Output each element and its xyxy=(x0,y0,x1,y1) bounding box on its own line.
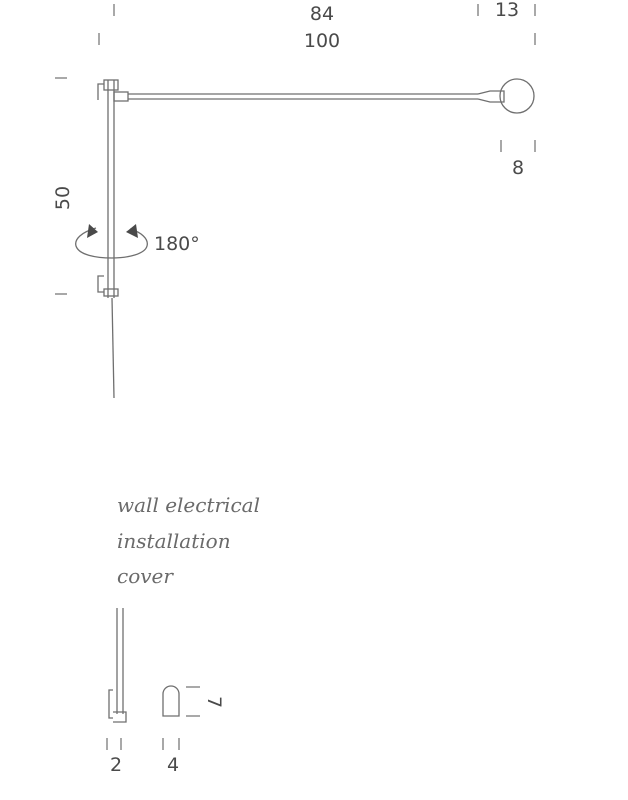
rotation-label: 180° xyxy=(154,233,200,255)
wall-cover-detail xyxy=(108,608,127,723)
head-depth-ticks xyxy=(500,140,536,152)
head-depth-label: 8 xyxy=(512,157,524,179)
arm-length-label: 84 xyxy=(310,3,334,25)
horizontal-arm xyxy=(113,90,505,103)
bulb-icon xyxy=(499,78,535,114)
bottom-dimension-ticks xyxy=(106,738,180,750)
cover-cap-icon xyxy=(162,685,180,717)
wall-mount-bracket xyxy=(97,79,119,298)
note-line-1: wall electrical xyxy=(117,493,260,517)
top-dimension-ticks xyxy=(98,4,536,45)
cover-height-label: 7 xyxy=(203,696,225,708)
cover-width-label: 4 xyxy=(167,754,179,776)
head-width-label: 13 xyxy=(495,0,519,21)
note-line-2: installation xyxy=(117,529,231,553)
power-cord xyxy=(111,297,115,399)
mount-depth-label: 2 xyxy=(110,754,122,776)
height-label: 50 xyxy=(52,186,74,210)
height-dimension-ticks xyxy=(55,77,67,295)
cover-height-ticks xyxy=(186,686,200,717)
rotation-arrow-icon xyxy=(75,224,148,259)
note-line-3: cover xyxy=(117,564,174,588)
total-width-label: 100 xyxy=(304,30,340,52)
